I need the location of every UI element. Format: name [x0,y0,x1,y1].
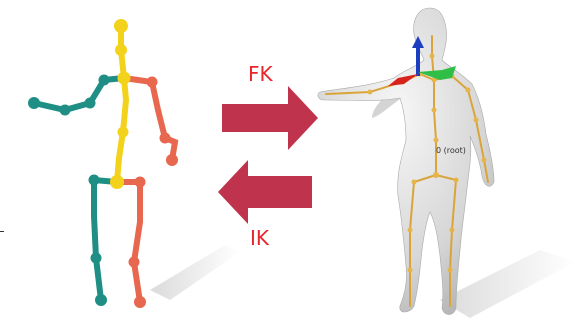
joint-r-hip [135,177,146,188]
mesh-body [318,8,494,315]
joint-pelvis [110,175,124,189]
joint-l-hand [28,97,40,109]
skeleton-joints [28,19,178,308]
joint-spine [118,127,129,138]
mesh-shadow [440,250,575,318]
edge-dash [0,231,4,232]
skeleton-left-arm [34,78,124,110]
forward-arrow-icon [222,86,318,150]
skeleton-right-leg [117,182,140,302]
backward-arrow-icon [218,160,312,224]
ik-label: IK [250,226,269,250]
skeleton-shadow [150,245,240,300]
joint-l-elbow [85,98,96,109]
joint-r-shoulder [147,77,158,88]
joint-l-shoulder [99,75,110,86]
joint-r-elbow [160,133,171,144]
joint-head [114,19,128,33]
joint-l-wrist [60,105,71,116]
joint-l-foot [95,294,107,306]
skeleton-left-leg [94,180,117,300]
joint-chest [118,72,131,85]
stick-skeleton [28,19,240,308]
joint-l-knee [91,253,102,264]
human-mesh-figure [318,8,575,318]
skeleton-right-arm [124,78,175,160]
joint-r-knee [129,257,140,268]
joint-l-hip [89,175,100,186]
fk-label: FK [248,62,273,86]
joint-r-foot [134,296,146,308]
root-joint-label: 0 (root) [436,146,466,155]
joint-r-hand [166,154,178,166]
joint-neck [115,44,127,56]
